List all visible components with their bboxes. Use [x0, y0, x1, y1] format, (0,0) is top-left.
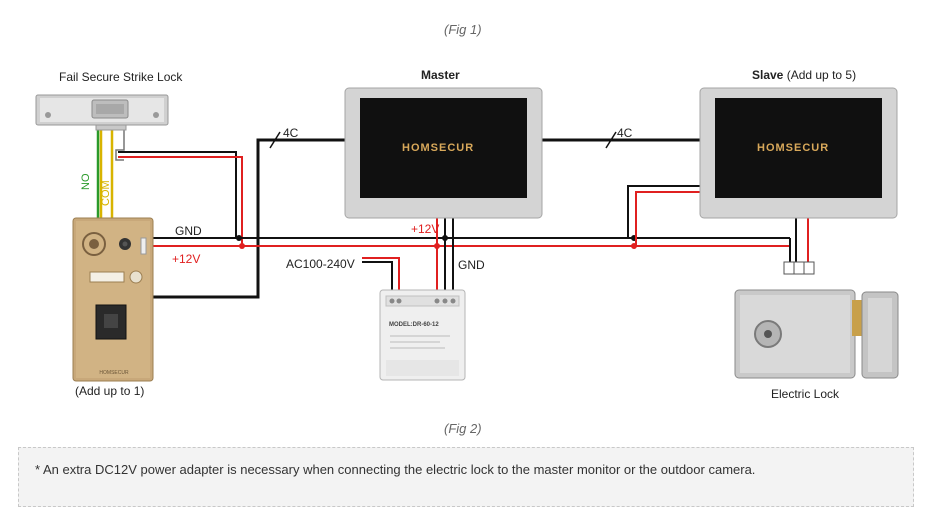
- cable-4c-label-2: 4C: [617, 126, 633, 140]
- master-brand-logo: HOMSECUR: [402, 142, 475, 154]
- slave-brand-logo: HOMSECUR: [757, 142, 830, 154]
- wire-ac-l: [362, 261, 393, 290]
- svg-text:HOMSECUR: HOMSECUR: [99, 370, 129, 376]
- master-monitor-device: [344, 87, 543, 219]
- wire-lock-bracket: [115, 126, 125, 161]
- strike-lock-device: [35, 94, 169, 131]
- note-text: * An extra DC12V power adapter is necess…: [35, 462, 756, 477]
- slave-note: (Add up to 5): [786, 68, 857, 82]
- plus12v-label-left: +12V: [172, 252, 201, 266]
- junction-dot: [434, 243, 440, 249]
- wire-slave-black: [627, 185, 700, 238]
- wiring-diagram: HOMSECUR: [35, 87, 899, 382]
- junction-dot: [236, 235, 242, 241]
- gnd-label-left: GND: [175, 224, 202, 238]
- wire-strike-black: [118, 151, 237, 238]
- junction-dot: [442, 235, 448, 241]
- wire-strike-red: [118, 156, 243, 246]
- wire-tick-1: [269, 131, 281, 149]
- fig1-caption: (Fig 1): [444, 22, 482, 37]
- cable-4c-label-1: 4C: [283, 126, 299, 140]
- no-wire-label: NO: [80, 173, 92, 191]
- electric-lock-label: Electric Lock: [771, 387, 840, 401]
- wire-slave-red: [635, 191, 700, 246]
- slave-title-group: Slave (Add up to 5): [752, 68, 856, 82]
- elock-terminal: [783, 261, 815, 275]
- junction-dot: [239, 243, 245, 249]
- slave-monitor-device: [699, 87, 898, 219]
- master-title: Master: [421, 68, 460, 82]
- wire-ac-n: [362, 257, 400, 290]
- electric-lock-device: [734, 289, 899, 379]
- note-box: * An extra DC12V power adapter is necess…: [18, 447, 914, 507]
- power-supply-device: [379, 289, 466, 381]
- plus12v-label-master: +12V: [411, 222, 440, 236]
- wire-tick-2: [605, 131, 617, 149]
- gnd-label-master: GND: [458, 258, 485, 272]
- wire-4c-camera-master: [152, 138, 345, 299]
- slave-title: Slave: [752, 68, 784, 82]
- com-wire-label: COM: [100, 180, 112, 206]
- strike-lock-label: Fail Secure Strike Lock: [59, 70, 183, 84]
- psu-model-label: MODEL:DR-60-12: [389, 322, 439, 328]
- camera-note: (Add up to 1): [75, 384, 145, 398]
- fig2-caption: (Fig 2): [444, 421, 482, 436]
- outdoor-camera-device: HOMSECUR: [72, 217, 154, 382]
- ac-input-label: AC100-240V: [286, 257, 355, 271]
